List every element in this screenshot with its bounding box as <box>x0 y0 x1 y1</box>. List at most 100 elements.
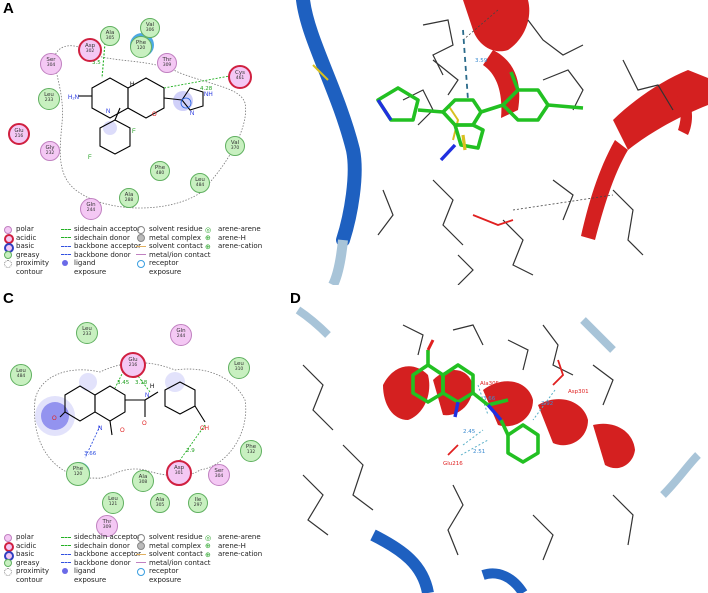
residue-number: 305 <box>155 502 165 508</box>
atom-f1: F <box>132 129 136 135</box>
legend-metal-complex: metal complex <box>149 233 201 242</box>
residue-number: 244 <box>86 207 96 213</box>
legend-sidechain-donor: sidechain donor <box>74 233 130 242</box>
legend-backbone-acceptor-c: backbone acceptor <box>74 550 141 558</box>
legend-greasy: greasy <box>16 250 40 259</box>
atom-n2-c: N <box>145 393 149 399</box>
distance-label-c2: 3.18 <box>135 380 148 386</box>
atom-n1-c: N <box>98 426 102 432</box>
legend-receptor-exposure-c: exposure <box>149 575 182 584</box>
residue-number: 309 <box>162 62 172 68</box>
residue-number: 306 <box>145 27 155 33</box>
distance-label-d3: 2.45 <box>463 429 476 435</box>
residue-number: 233 <box>44 97 54 103</box>
legend-acidic-c: acidic <box>16 541 37 550</box>
residue-name: Val <box>145 22 155 28</box>
residue-name: Leu <box>44 92 54 98</box>
legend-metal-complex-c: metal complex <box>149 541 201 550</box>
legend-arene-cation-c: arene-cation <box>218 550 263 558</box>
proximity-contour <box>53 45 247 209</box>
legend-proximity: proximity <box>16 259 49 267</box>
residue-name: Phe <box>72 466 84 472</box>
legend-ligand-exposure-c: exposure <box>74 575 107 584</box>
ligand-structure-a: H₂N N H O NH N F F 3.5 4.28 <box>53 42 247 209</box>
residue-number: 216 <box>128 362 138 368</box>
panel-label-a: A <box>3 0 14 17</box>
ligand-structure-c: O N O O H N OH 3.45 3.18 3.66 2.9 <box>34 362 247 479</box>
atom-oh-c: OH <box>200 426 209 432</box>
legend-arene-arene-c: arene-arene <box>218 533 261 541</box>
residue-name: Glu <box>14 128 24 134</box>
residue-name: Leu <box>108 496 118 502</box>
residue-name: Val <box>230 140 240 146</box>
distance-label-a1: 3.5 <box>92 60 101 66</box>
legend-polar-c: polar <box>16 533 34 541</box>
legend-polar: polar <box>16 225 34 233</box>
legend-sidechain-acceptor-c: sidechain acceptor <box>74 533 141 541</box>
structure-view-b: 3.59 <box>283 0 708 285</box>
legend-arene-h: arene-H <box>218 233 246 242</box>
legend-solvent-contact-c: solvent contact <box>149 550 203 558</box>
residue-label-glu216: Glu216 <box>443 461 463 467</box>
distance-label-c1: 3.45 <box>117 380 130 386</box>
residue-name: Ala <box>138 474 148 480</box>
residue-name: Ala <box>155 497 165 503</box>
residue-name: Gln <box>176 328 186 334</box>
residue-number: 244 <box>176 333 186 339</box>
distance-label-d2: 2.92 <box>541 401 553 407</box>
legend-a: polar acidic basic greasy proximity cont… <box>3 225 275 285</box>
atom-o2-c: O <box>120 428 125 434</box>
legend-acidic: acidic <box>16 233 37 242</box>
residue-number: 304 <box>214 473 224 479</box>
residue-number: 461 <box>235 75 245 81</box>
residue-number: 120 <box>73 471 83 477</box>
residue-label-ala305: Ala305 <box>480 381 500 387</box>
distance-label-d1: 3.66 <box>483 396 496 402</box>
residue-number: 304 <box>46 62 56 68</box>
residue-number: 370 <box>230 145 240 151</box>
residue-name: Thr <box>162 57 172 63</box>
residue-number: 233 <box>82 331 92 337</box>
legend-contour-c: contour <box>16 575 43 584</box>
residue-name: Phe <box>154 165 166 171</box>
legend-basic-c: basic <box>16 550 35 558</box>
legend-arene-cation: arene-cation <box>218 242 263 250</box>
residue-name: Gly <box>45 145 55 151</box>
residue-number: 121 <box>108 501 118 507</box>
residue-label-asp301: Asp301 <box>568 389 589 395</box>
residue-number: 308 <box>138 479 148 485</box>
residue-name: Leu <box>82 326 92 332</box>
legend-solvent-residue-c: solvent residue <box>149 533 203 541</box>
panel-label-d: D <box>290 290 301 307</box>
legend-receptor-exposure: exposure <box>149 267 182 276</box>
atom-f2: F <box>88 155 92 161</box>
residue-number: 484 <box>195 182 205 188</box>
proximity-contour-c <box>34 362 247 479</box>
residue-number: 232 <box>45 150 55 156</box>
residue-number: 310 <box>234 366 244 372</box>
legend-solvent-residue: solvent residue <box>149 225 203 233</box>
residue-name: Ala <box>105 30 115 36</box>
